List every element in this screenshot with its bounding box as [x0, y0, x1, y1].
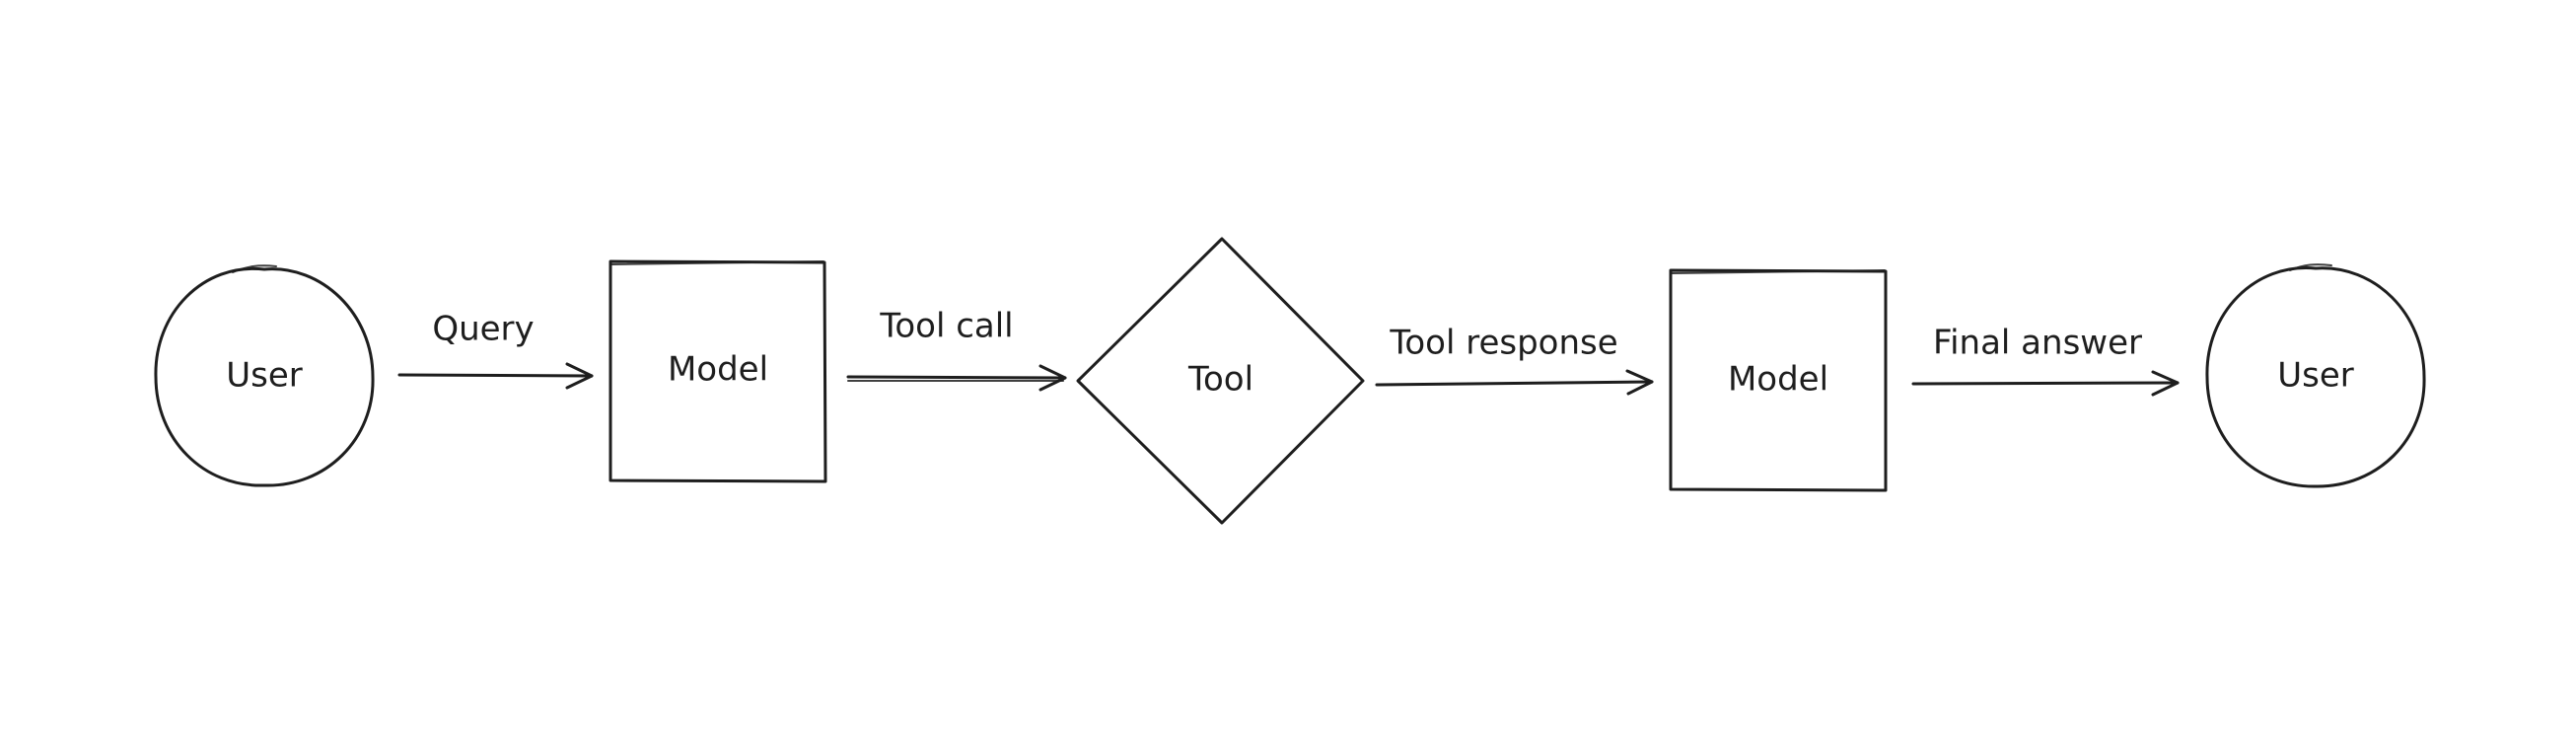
model-1-square-sketch: [610, 260, 824, 265]
edge-tool-response: Tool response: [1375, 324, 1654, 396]
node-model-1[interactable]: Model: [608, 259, 827, 483]
model-1-label: Model: [668, 350, 768, 390]
tool-response-label: Tool response: [1389, 324, 1617, 363]
query-label: Query: [432, 310, 534, 349]
tool-call-label: Tool call: [879, 307, 1013, 346]
node-tool[interactable]: Tool: [1076, 237, 1365, 525]
user-start-label: User: [226, 356, 303, 396]
query-arrow-head: [565, 362, 594, 390]
tool-call-arrow-line: [846, 375, 1067, 380]
final-answer-arrow-line: [1911, 381, 2180, 386]
edge-query: Query: [397, 310, 594, 390]
user-end-circle-sketch: [2289, 263, 2332, 271]
user-end-label: User: [2277, 356, 2354, 396]
tool-response-arrow-line: [1375, 380, 1654, 387]
model-2-label: Model: [1728, 360, 1828, 400]
edge-final-answer: Final answer: [1911, 324, 2180, 397]
user-end-circle: [2205, 266, 2426, 488]
node-user-end[interactable]: User: [2205, 263, 2426, 488]
user-start-circle: [154, 266, 375, 487]
node-model-2[interactable]: Model: [1669, 268, 1888, 492]
tool-response-arrow-head: [1625, 369, 1654, 396]
edge-tool-call: Tool call: [846, 307, 1067, 392]
final-answer-arrow-head: [2151, 370, 2180, 397]
tool-call-arrow-head: [1038, 364, 1067, 392]
user-start-circle-sketch: [232, 264, 277, 273]
node-user-start[interactable]: User: [154, 264, 375, 487]
tool-label: Tool: [1187, 360, 1253, 400]
final-answer-label: Final answer: [1933, 324, 2142, 363]
tool-diamond: [1076, 237, 1365, 525]
model-2-square-sketch: [1671, 269, 1886, 274]
query-arrow-line: [397, 373, 594, 378]
